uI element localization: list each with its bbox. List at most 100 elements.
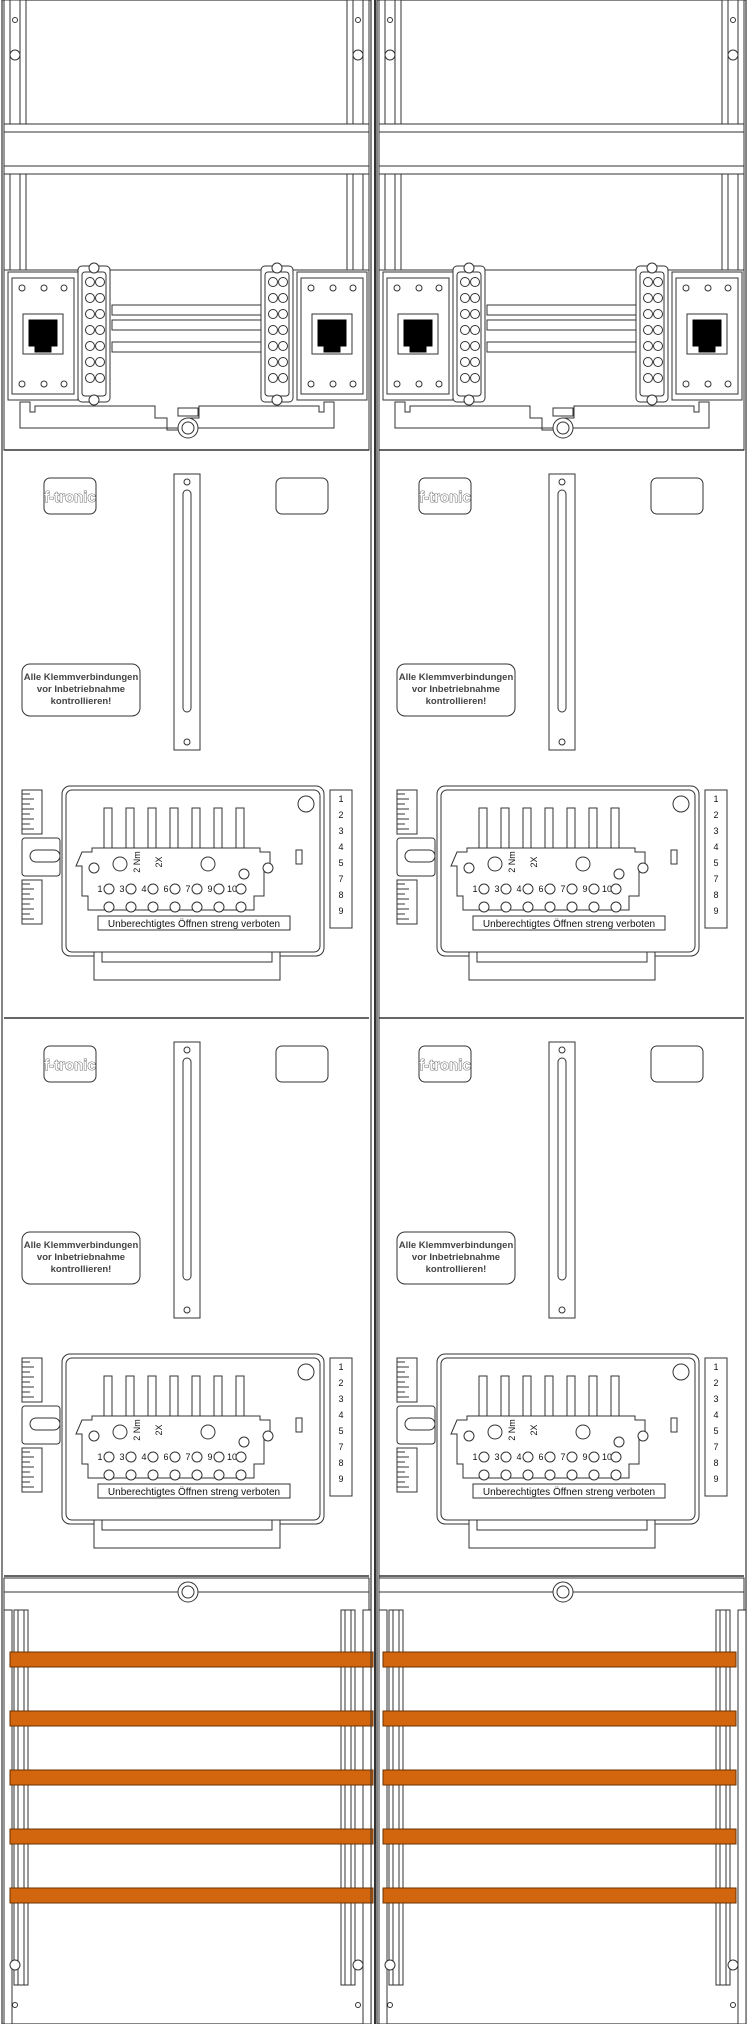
terminal-fin [147, 1375, 157, 1421]
terminal-screw [268, 341, 278, 351]
code-label: 2X [154, 1424, 164, 1435]
terminal-hole [169, 1451, 181, 1463]
terminal-hole [125, 901, 137, 913]
side-number: 3 [338, 826, 343, 836]
screw-dot [349, 380, 357, 388]
terminal-fin [169, 1375, 179, 1421]
busbar-icon [9, 1887, 374, 1904]
terminal-number: 3 [494, 884, 499, 894]
terminal-screw [278, 357, 288, 367]
terminal-number: 6 [163, 1452, 168, 1462]
terminal-screw [653, 341, 663, 351]
switch-area [3, 262, 370, 451]
torque-label: 2 Nm [132, 851, 142, 873]
terminal-tray-lip [101, 1519, 273, 1531]
switch-handle [692, 319, 722, 353]
screw-dot [393, 284, 401, 292]
brand-badge [43, 477, 97, 515]
side-number: 3 [713, 1394, 718, 1404]
side-number: 8 [713, 890, 718, 900]
main-switch-right [260, 262, 368, 406]
terminal-foot [646, 262, 658, 274]
terminal-screw [470, 277, 480, 287]
warning-banner-text: Unberechtigtes Öffnen streng verboten [108, 918, 280, 930]
mounting-hole-icon [730, 17, 736, 23]
side-number: 5 [338, 858, 343, 868]
terminal-screw [85, 277, 95, 287]
terminal-screw [643, 373, 653, 383]
terminal-fin [544, 1375, 554, 1421]
busbar-zone [3, 1577, 374, 2024]
side-number: 8 [338, 890, 343, 900]
busbar-zone [378, 1577, 747, 2024]
terminal-number: 3 [119, 1452, 124, 1462]
terminal-foot [88, 394, 100, 406]
warning-box [21, 1231, 141, 1285]
terminal-fin [235, 807, 245, 853]
terminal-handle [200, 1424, 216, 1440]
terminal-screw [460, 325, 470, 335]
terminal-hole [500, 1469, 512, 1481]
terminal-screw [95, 309, 105, 319]
side-number: 8 [338, 1458, 343, 1468]
mounting-hole-icon [352, 1959, 364, 1971]
terminal-hole [544, 1469, 556, 1481]
screw-dot [724, 284, 732, 292]
mounting-hole-icon [727, 49, 739, 61]
side-number: 3 [338, 1394, 343, 1404]
terminal-number: 4 [141, 1452, 146, 1462]
scale-ruler [21, 1447, 43, 1493]
terminal-screw [643, 325, 653, 335]
brand-label: f-tronic [44, 489, 96, 506]
busbar-icon [9, 1769, 374, 1786]
terminal-fin [213, 807, 223, 853]
terminal-screw [85, 325, 95, 335]
terminal-hole [566, 1451, 578, 1463]
warning-banner [97, 915, 291, 931]
terminal-foot [271, 394, 283, 406]
terminal-hole [500, 883, 512, 895]
meter-window [275, 1045, 329, 1083]
terminal-handle [112, 856, 128, 872]
meter-window [275, 477, 329, 515]
meter-window [650, 1045, 704, 1083]
side-number: 7 [713, 1442, 718, 1452]
terminal-fin [610, 807, 620, 853]
terminal-screw [85, 293, 95, 303]
lower-rail [362, 1609, 372, 2024]
terminal-hole [235, 901, 247, 913]
left-clip-slot [29, 1417, 61, 1431]
terminal-hole [566, 1469, 578, 1481]
terminal-tray-lip [101, 951, 273, 963]
screw-dot [40, 284, 48, 292]
terminal-number: 1 [472, 884, 477, 894]
terminal-number: 1 [97, 1452, 102, 1462]
terminal-foot [646, 394, 658, 406]
terminal-screw [470, 341, 480, 351]
switch-bracket [19, 401, 335, 431]
slot-track [557, 489, 567, 713]
terminal-screw [653, 277, 663, 287]
plate-screw [637, 862, 649, 874]
slot-screw [183, 1306, 191, 1314]
terminal-screw [460, 341, 470, 351]
side-number: 9 [713, 906, 718, 916]
busbar-icon [382, 1828, 737, 1845]
slot-screw [558, 1046, 566, 1054]
busbar-icon [382, 1651, 737, 1668]
terminal-number: 10 [602, 1452, 612, 1462]
side-number: 4 [713, 1410, 718, 1420]
terminal-fin [566, 807, 576, 853]
terminal-hole [610, 901, 622, 913]
terminal-screw [278, 309, 288, 319]
side-number: 3 [713, 826, 718, 836]
screw-dot [40, 380, 48, 388]
terminal-screw [95, 293, 105, 303]
link-bar [486, 304, 638, 316]
seal-hole [297, 795, 315, 813]
plate-screw [262, 862, 274, 874]
terminal-fin [566, 1375, 576, 1421]
